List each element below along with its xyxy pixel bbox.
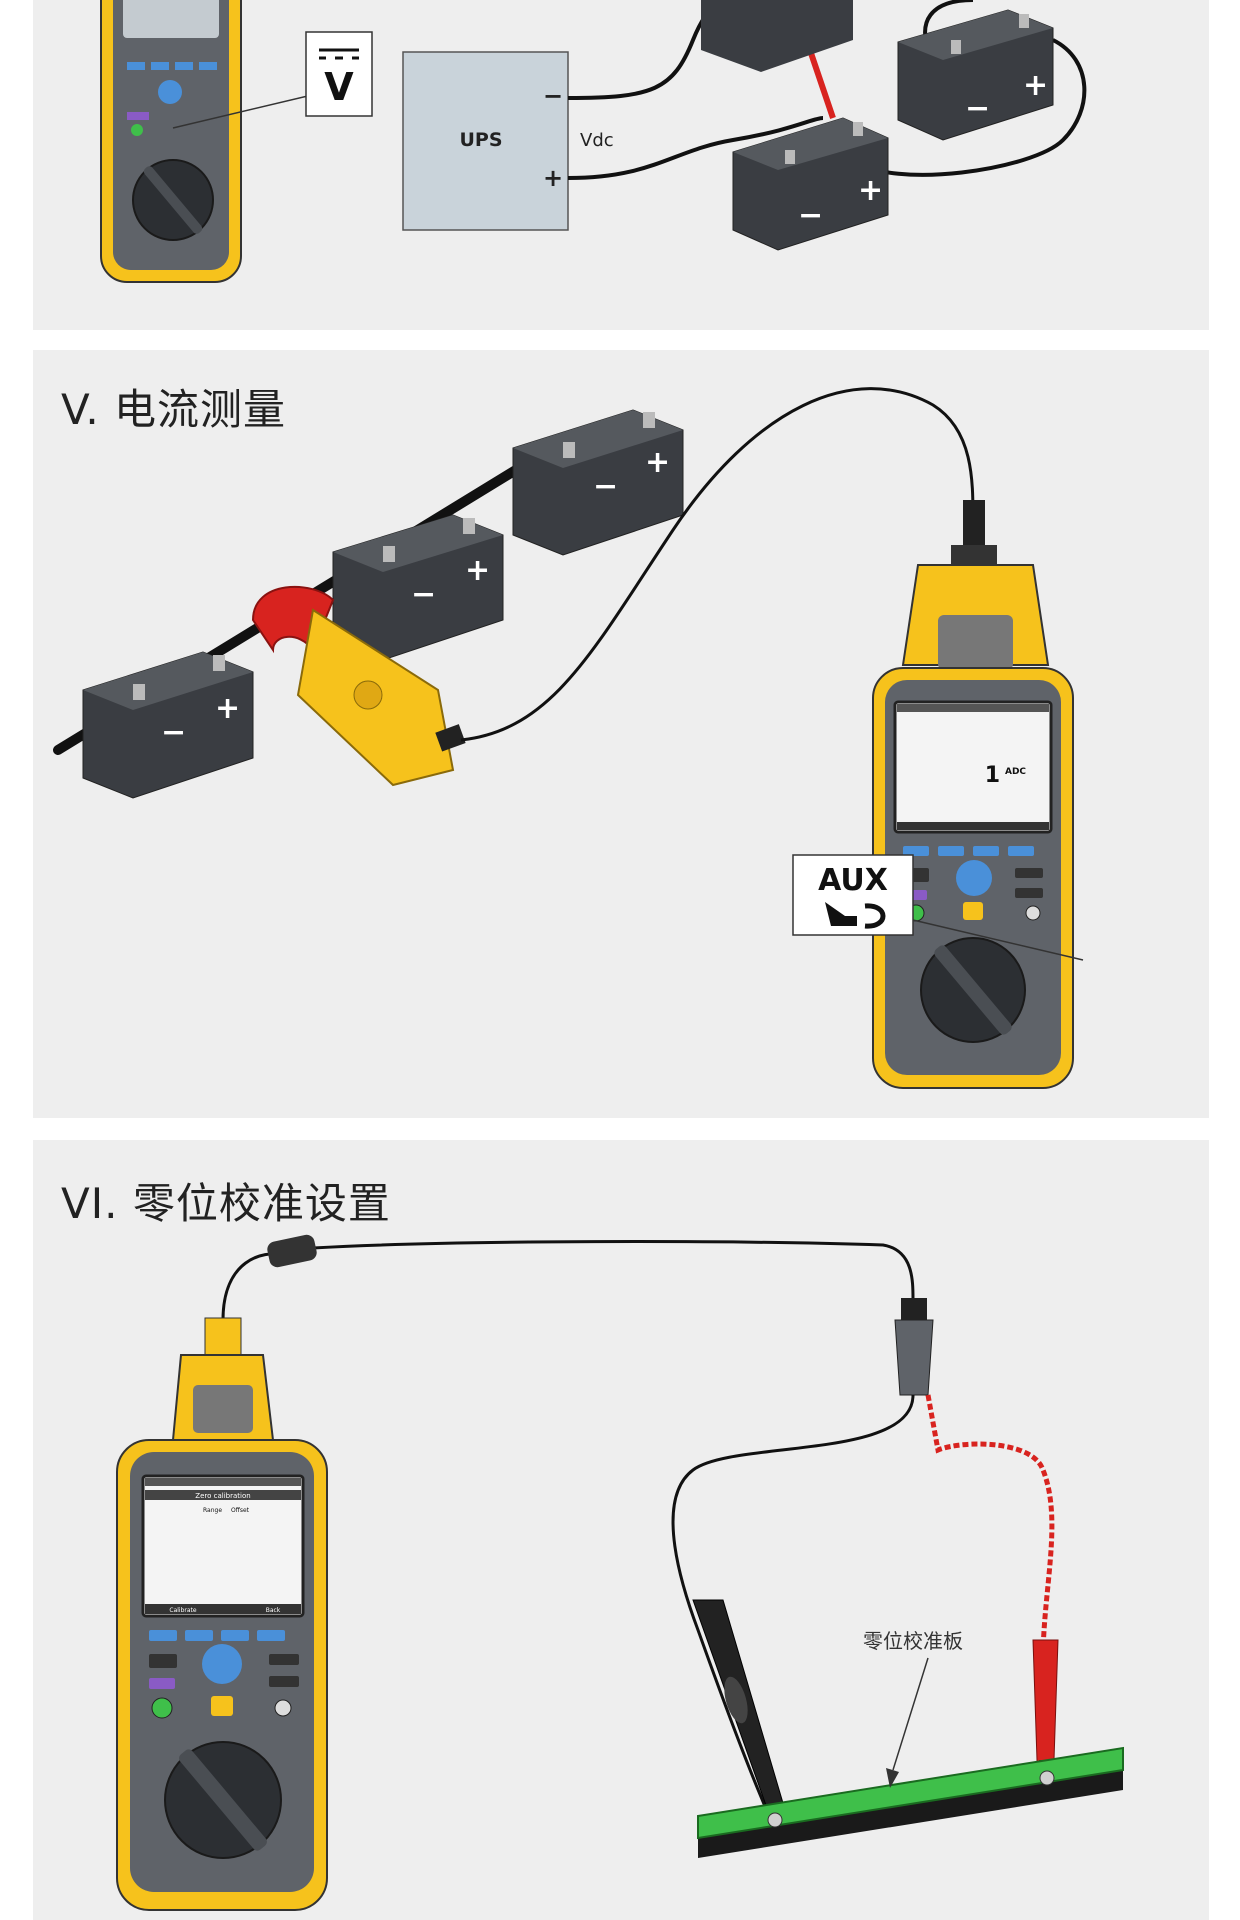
back-button[interactable]: Back — [266, 1607, 281, 1614]
current-diagram: + − + − + − — [53, 387, 1084, 1089]
clamp-lead — [460, 387, 975, 742]
zero-calibration-board — [697, 1746, 1124, 1858]
ferrite-bead — [267, 1234, 317, 1268]
meter-reading: 1 — [985, 763, 1000, 788]
volt-symbol-text: V — [324, 65, 354, 109]
voltage-diagram: V UPS − + Vdc + − — [100, 0, 1087, 283]
callout-line — [912, 919, 1084, 961]
battery-minus: − — [798, 198, 823, 233]
battery: + − — [332, 514, 504, 661]
meter-unit: ADC — [1005, 767, 1026, 777]
battery: + − — [897, 9, 1054, 141]
battery-link-wire — [851, 38, 1087, 177]
battery-analyzer-meter: 1 ADC — [872, 500, 1074, 1089]
battery: + − — [732, 117, 889, 251]
battery-analyzer-meter: Zero calibration Range Offset Calibrate … — [116, 1317, 328, 1911]
calibrate-button[interactable]: Calibrate — [169, 1607, 197, 1614]
current-measurement-panel: V. 电流测量 + − + − + − — [33, 350, 1209, 1118]
voltage-measurement-panel: V UPS − + Vdc + − — [33, 0, 1209, 330]
black-lead — [671, 1394, 915, 1821]
aux-callout: AUX — [792, 854, 914, 936]
battery-minus: − — [593, 469, 618, 504]
ups-box: UPS − + — [402, 51, 569, 231]
alligator-clip — [894, 1298, 934, 1396]
screen-heading: Zero calibration — [195, 1492, 250, 1500]
battery-plus: + — [1023, 68, 1048, 103]
aux-label: AUX — [818, 863, 888, 898]
vdc-label: Vdc — [580, 130, 614, 151]
zero-calibration-diagram: 零位校准板 Zero calibration Range Offset Cali… — [116, 1234, 1124, 1911]
pointer-line — [892, 1657, 929, 1771]
ups-label: UPS — [459, 129, 502, 151]
battery-minus: − — [411, 577, 436, 612]
clamp-icon — [825, 902, 886, 929]
screen-col-offset: Offset — [231, 1507, 250, 1514]
section-title: VI. 零位校准设置 — [61, 1179, 391, 1228]
battery-minus: − — [161, 715, 186, 750]
dc-volt-callout: V — [305, 31, 373, 117]
ups-minus-terminal: − — [543, 82, 563, 110]
zero-calibration-panel: VI. 零位校准设置 零位校准板 — [33, 1140, 1209, 1920]
ups-positive-wire — [567, 116, 824, 180]
screen-col-range: Range — [203, 1507, 222, 1514]
battery-analyzer-meter — [100, 0, 242, 283]
section-title: V. 电流测量 — [61, 385, 287, 434]
arrow-icon — [886, 1768, 899, 1788]
meter-lead — [221, 1240, 915, 1321]
black-probe — [692, 1599, 789, 1826]
battery: + − — [512, 409, 684, 556]
battery-plus: + — [645, 445, 670, 480]
battery-plus: + — [858, 173, 883, 208]
red-coil-lead — [925, 1394, 1055, 1661]
ups-plus-terminal: + — [543, 164, 563, 192]
board-label: 零位校准板 — [863, 1629, 963, 1653]
battery: + − — [82, 651, 254, 799]
battery — [701, 0, 853, 72]
current-clamp — [251, 585, 466, 787]
battery-plus: + — [465, 553, 490, 588]
ups-negative-wire — [567, 0, 743, 100]
battery-plus: + — [215, 691, 240, 726]
battery-minus: − — [965, 91, 990, 126]
